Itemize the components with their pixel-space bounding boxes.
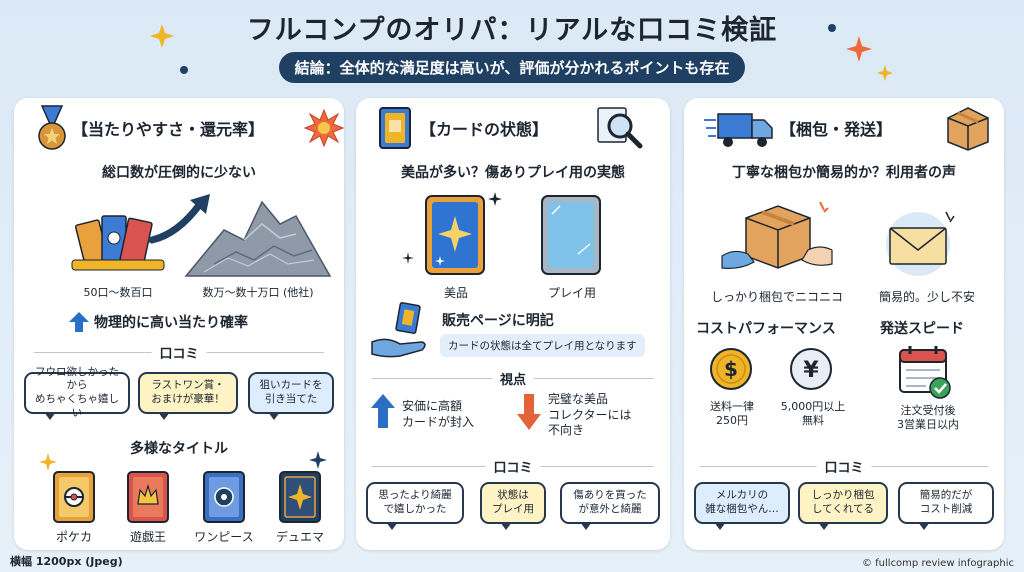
page-title: フルコンプのオリパ：リアルな口コミ検証 <box>246 15 778 46</box>
explosion-icon <box>304 108 344 148</box>
play-card-icon <box>541 195 601 275</box>
dot-icon <box>828 24 836 32</box>
magnifier-icon <box>597 107 643 149</box>
envelope-icon <box>886 211 955 276</box>
handed-box-icon <box>721 201 833 269</box>
title-label: 遊戯王 <box>129 530 166 544</box>
hand-card-icon <box>371 302 426 358</box>
arrow-up-icon <box>371 394 395 428</box>
page-note-text: カードの状態は全てプレイ用となります <box>440 334 645 357</box>
size-note: 横幅 1200px (Jpeg) <box>10 555 123 568</box>
title-label: ポケカ <box>55 530 92 544</box>
card-mountain-icon <box>184 200 332 277</box>
review-bubble: しっかり梱包 してくれてる <box>798 482 888 530</box>
sparkle-icon <box>150 24 174 48</box>
cost-flat-label: 送料一律 250円 <box>710 400 754 428</box>
box-icon <box>947 107 989 151</box>
duema-card-icon <box>279 471 321 523</box>
truck-icon <box>704 113 773 147</box>
few-tickets-label: 50口～数百口 <box>83 286 153 299</box>
review-bubble: ラストワン賞・ おまけが豪華！ <box>138 372 238 420</box>
pokeca-card-icon <box>53 471 95 523</box>
sparkle-icon <box>309 451 327 469</box>
reviews-label: 口コミ <box>816 457 872 476</box>
title-label: デュエマ <box>275 530 324 544</box>
sparkle-icon <box>402 252 414 264</box>
page-note-title: 販売ページに明記 <box>442 313 554 329</box>
cost-free-label: 5,000円以上 無料 <box>780 400 846 428</box>
panel-hit-rate: 【当たりやすさ・還元率】 総口数が圧倒的に少ない 50口～数百口 数万～数十万口… <box>14 98 344 550</box>
lead-text: 総口数が圧倒的に少ない <box>102 165 256 181</box>
review-bubble: 状態は プレイ用 <box>480 482 546 530</box>
sparkle-icon <box>877 65 893 81</box>
review-bubble: メルカリの 雑な梱包やん… <box>694 482 790 530</box>
arrow-up-right-icon <box>148 194 210 244</box>
play-label: プレイ用 <box>547 286 596 300</box>
arrow-down-icon <box>517 394 541 430</box>
pack-simple-label: 簡易的。少し不安 <box>878 290 975 304</box>
sparkle-icon <box>846 36 872 62</box>
card-icon <box>379 107 411 149</box>
shipping-time-label: 注文受付後 3営業日以内 <box>897 404 959 432</box>
title-label: ワンピース <box>194 530 254 544</box>
many-tickets-label: 数万～数十万口 (他社) <box>202 286 314 299</box>
hit-probability-text: 物理的に高い当たり確率 <box>94 315 248 331</box>
mint-card-icon <box>425 195 485 275</box>
sparkle-icon <box>488 192 502 206</box>
dollar-coin-icon: $ <box>710 348 752 390</box>
yugioh-card-icon <box>127 471 169 523</box>
lead-text: 美品が多い？傷ありプレイ用の実態 <box>401 165 625 181</box>
copyright: © fullcomp review infographic <box>861 558 1014 569</box>
lead-text: 丁寧な梱包か簡易的か？利用者の声 <box>732 165 956 181</box>
dot-icon <box>180 66 188 74</box>
calendar-icon <box>899 346 951 399</box>
onepiece-card-icon <box>203 471 245 523</box>
svg-text:$: $ <box>724 357 738 381</box>
con-text: 完璧な美品 コレクターには 不向き <box>548 392 632 438</box>
viewpoint-label: 視点 <box>491 369 535 388</box>
review-bubble: 狙いカードを 引き当てた <box>248 372 334 420</box>
panel-heading: 【カードの状態】 <box>420 120 549 139</box>
reviews-label: 口コミ <box>485 457 541 476</box>
panel-heading: 【梱包・発送】 <box>780 120 893 139</box>
medal-icon <box>38 105 66 150</box>
review-bubble: フウロ欲しかったから めちゃくちゃ嬉しい <box>24 366 130 420</box>
pro-text: 安価に高額 カードが封入 <box>402 399 475 430</box>
shipping-speed-heading: 発送スピード <box>880 321 964 337</box>
sparkle-icon <box>39 453 57 471</box>
cost-heading: コストパフォーマンス <box>696 321 836 337</box>
yen-coin-icon: ¥ <box>790 348 832 390</box>
arrow-up-icon <box>69 312 89 332</box>
review-bubble: 簡易的だが コスト削減 <box>898 482 994 530</box>
panel-packing-shipping: 【梱包・発送】 丁寧な梱包か簡易的か？利用者の声 しっかり梱包でニコニコ 簡易的… <box>684 98 1004 550</box>
reviews-label: 口コミ <box>151 343 207 362</box>
panel-card-condition: 【カードの状態】 美品が多い？傷ありプレイ用の実態 美品 プレイ用 販売ページに… <box>356 98 670 550</box>
review-bubble: 思ったより綺麗 で嬉しかった <box>366 482 464 530</box>
svg-text:¥: ¥ <box>803 358 819 383</box>
panel-heading: 【当たりやすさ・還元率】 <box>72 120 265 139</box>
review-bubble: 傷ありを買った が意外と綺麗 <box>560 482 660 530</box>
mint-label: 美品 <box>443 286 468 300</box>
card-packs-icon <box>71 215 165 271</box>
pack-good-label: しっかり梱包でニコニコ <box>710 290 843 304</box>
conclusion-banner: 結論：全体的な満足度は高いが、評価が分かれるポイントも存在 <box>278 52 746 83</box>
titles-heading: 多様なタイトル <box>130 441 228 457</box>
